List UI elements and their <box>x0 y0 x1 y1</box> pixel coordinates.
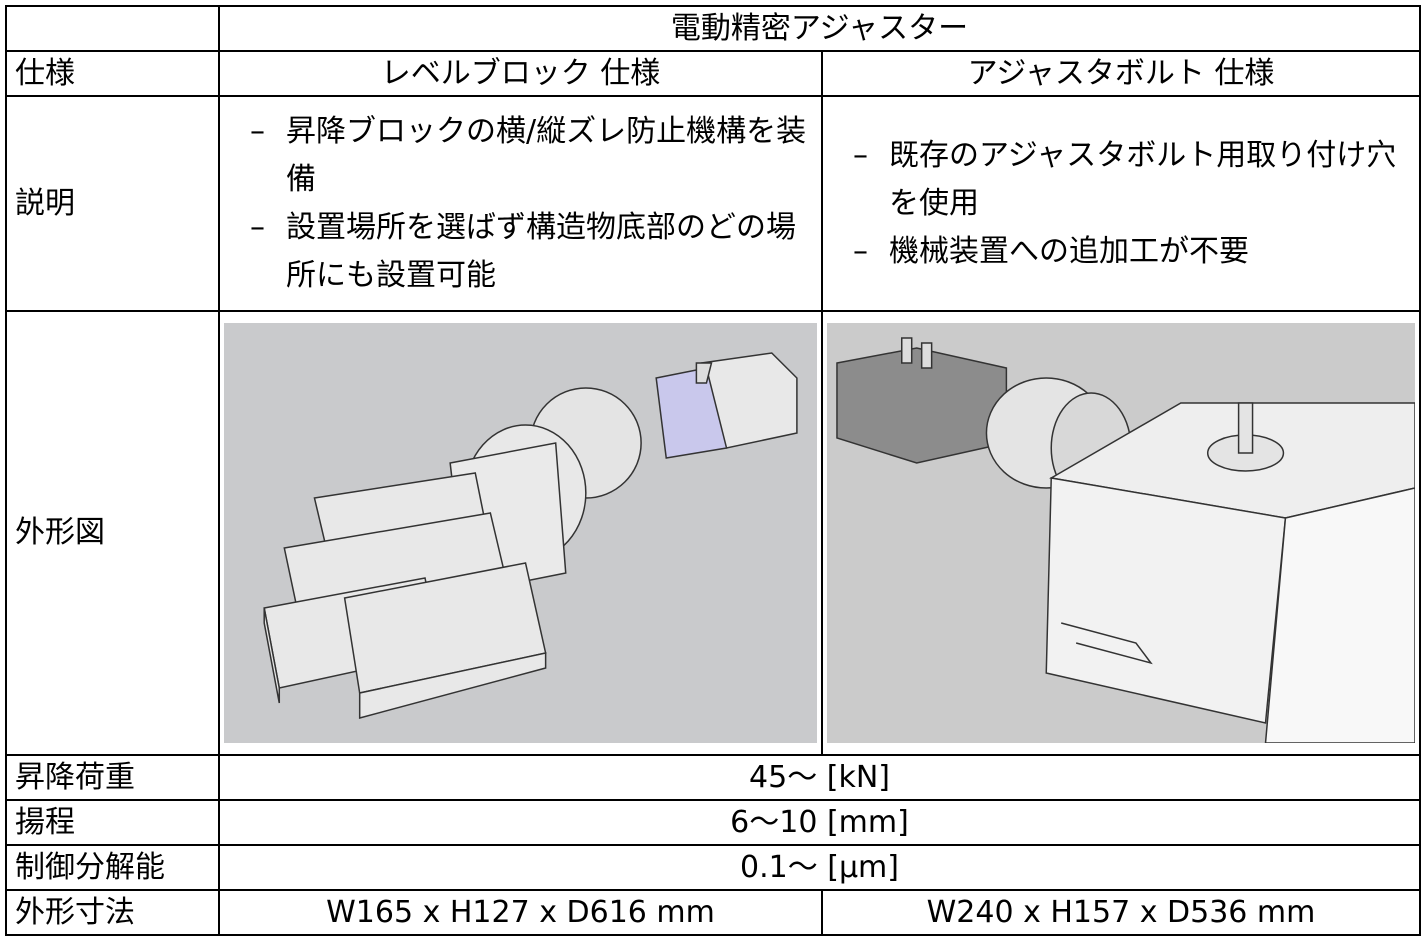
resolution-value: 0.1～ [μm] <box>218 844 1421 891</box>
level-block-figure-cell <box>218 310 823 756</box>
level-block-dimensions: W165 x H127 x D616 mm <box>218 889 823 936</box>
dimensions-row: 外形寸法 W165 x H127 x D616 mm W240 x H157 x… <box>5 889 1421 936</box>
title-row: 電動精密アジャスター <box>5 5 1421 52</box>
spec-row: 仕様 レベルブロック 仕様 アジャスタボルト 仕様 <box>5 50 1421 97</box>
adjuster-bolt-desc-item: 機械装置への追加工が不要 <box>853 228 1418 276</box>
table-title: 電動精密アジャスター <box>218 5 1421 52</box>
adjuster-bolt-figure-cell <box>821 310 1421 756</box>
adjuster-bolt-dimensions: W240 x H157 x D536 mm <box>821 889 1421 936</box>
resolution-row: 制御分解能 0.1～ [μm] <box>5 844 1421 891</box>
resolution-label: 制御分解能 <box>5 844 220 891</box>
spec-label: 仕様 <box>5 50 220 97</box>
load-value: 45～ [kN] <box>218 754 1421 801</box>
load-row: 昇降荷重 45～ [kN] <box>5 754 1421 801</box>
corner-cell <box>5 5 220 52</box>
level-block-spec-header: レベルブロック 仕様 <box>218 50 823 97</box>
level-block-desc-item: 設置場所を選ばず構造物底部のどの場所にも設置可能 <box>250 204 820 300</box>
description-row: 説明 昇降ブロックの横/縦ズレ防止機構を装備 設置場所を選ばず構造物底部のどの場… <box>5 95 1421 312</box>
level-block-description: 昇降ブロックの横/縦ズレ防止機構を装備 設置場所を選ばず構造物底部のどの場所にも… <box>218 95 823 312</box>
adjuster-bolt-render <box>827 323 1415 743</box>
stroke-label: 揚程 <box>5 799 220 846</box>
spec-table: 電動精密アジャスター 仕様 レベルブロック 仕様 アジャスタボルト 仕様 説明 … <box>5 5 1421 936</box>
stroke-value: 6～10 [mm] <box>218 799 1421 846</box>
adjuster-bolt-description: 既存のアジャスタボルト用取り付け穴を使用 機械装置への追加工が不要 <box>821 95 1421 312</box>
adjuster-bolt-desc-item: 既存のアジャスタボルト用取り付け穴を使用 <box>853 132 1418 228</box>
figure-row: 外形図 <box>5 310 1421 756</box>
level-block-desc-item: 昇降ブロックの横/縦ズレ防止機構を装備 <box>250 108 820 204</box>
level-block-render <box>224 323 817 743</box>
adjuster-bolt-spec-header: アジャスタボルト 仕様 <box>821 50 1421 97</box>
stroke-row: 揚程 6～10 [mm] <box>5 799 1421 846</box>
figure-label: 外形図 <box>5 310 220 756</box>
load-label: 昇降荷重 <box>5 754 220 801</box>
description-label: 説明 <box>5 95 220 312</box>
dimensions-label: 外形寸法 <box>5 889 220 936</box>
